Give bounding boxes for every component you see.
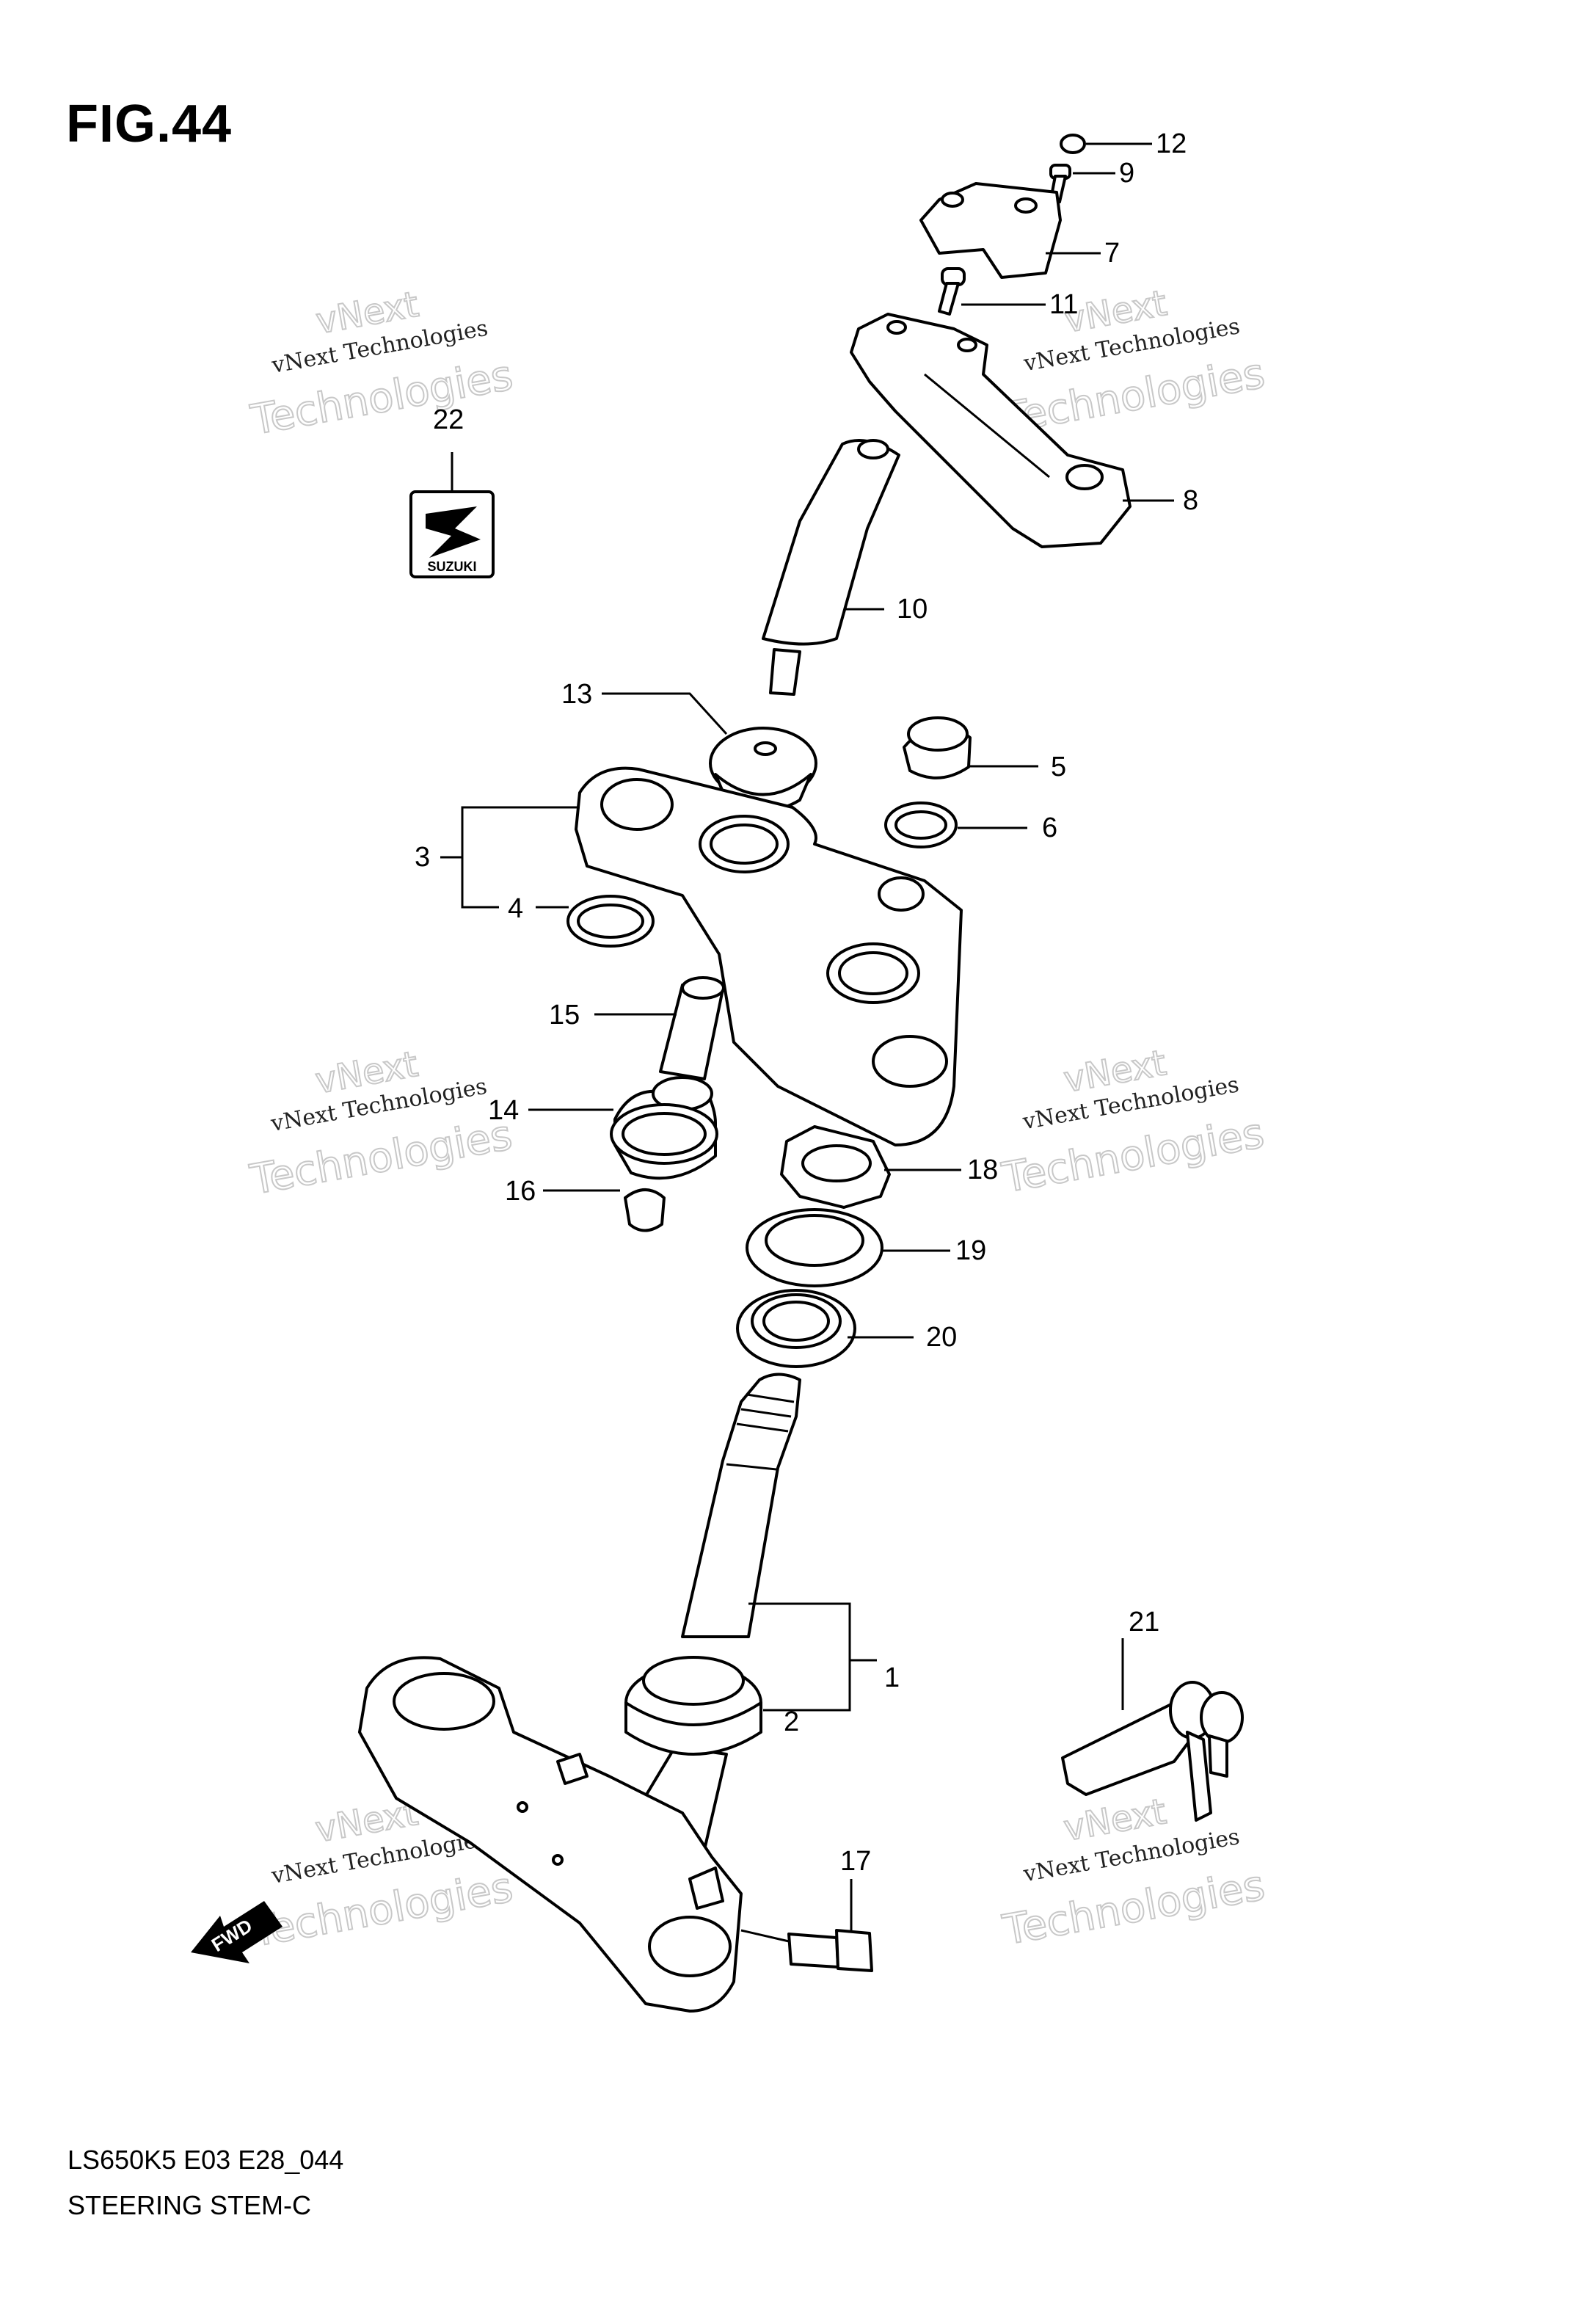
callout-6: 6 (1042, 813, 1057, 843)
part-2-bearing (624, 1656, 762, 1756)
part-21-key-set (1061, 1681, 1244, 1822)
callout-2: 2 (784, 1706, 799, 1737)
part-8-lower-holder (850, 313, 1132, 548)
watermark-middle-left: vNext vNext Technologies Technologies (246, 1043, 517, 1205)
part-17-bolt (740, 1929, 873, 1972)
part-11-bolt (938, 267, 966, 316)
callout-14: 14 (488, 1095, 519, 1126)
section-name: STEERING STEM-C (68, 2190, 312, 2220)
callout-15: 15 (549, 1000, 580, 1030)
part-4-o-ring (566, 895, 655, 948)
callout-9: 9 (1119, 158, 1134, 189)
callout-7: 7 (1104, 238, 1120, 269)
callout-3: 3 (415, 842, 430, 873)
part-5-cap-nut (903, 716, 972, 779)
watermark-top-right: vNext vNext Technologies Technologies (999, 282, 1269, 443)
callout-13: 13 (561, 679, 592, 710)
part-12-cap (1060, 134, 1086, 154)
callout-18: 18 (967, 1155, 998, 1185)
part-6-washer (884, 801, 958, 848)
part-1-steering-stem (358, 1373, 801, 2013)
part-10-bar (762, 439, 900, 696)
leader-lines (440, 142, 1174, 1932)
part-14-cushion (610, 1076, 718, 1180)
part-22-suzuki-emblem: SUZUKI (409, 490, 495, 578)
watermark-bottom-right: vNext vNext Technologies Technologies (999, 1790, 1269, 1955)
callout-12: 12 (1156, 128, 1187, 159)
callout-labels: 12 9 7 11 22 8 10 13 5 6 3 4 15 14 16 18… (415, 128, 1198, 1877)
part-15-collar (659, 976, 725, 1080)
watermark-middle-right: vNext vNext Technologies Technologies (998, 1042, 1269, 1203)
callout-17: 17 (840, 1846, 871, 1877)
callout-22: 22 (433, 404, 464, 435)
callout-4: 4 (508, 893, 523, 924)
part-20-bearing (736, 1289, 856, 1368)
part-19-dust-seal (746, 1208, 883, 1287)
part-3-upper-bracket (575, 766, 963, 1146)
part-16-cap (624, 1188, 666, 1232)
callout-21: 21 (1129, 1607, 1159, 1637)
callout-11: 11 (1049, 289, 1078, 320)
callout-1: 1 (884, 1662, 900, 1693)
callout-5: 5 (1051, 752, 1066, 782)
callout-16: 16 (505, 1176, 536, 1207)
callout-20: 20 (926, 1322, 957, 1353)
callout-8: 8 (1183, 485, 1198, 516)
watermark-top-left: vNext vNext Technologies Technologies (247, 283, 517, 446)
model-code: LS650K5 E03 E28_044 (68, 2145, 344, 2175)
callout-10: 10 (897, 594, 928, 625)
svg-text:SUZUKI: SUZUKI (428, 559, 477, 574)
callout-19: 19 (955, 1235, 986, 1266)
part-7-upper-holder (919, 182, 1062, 279)
figure-title: FIG.44 (66, 95, 233, 153)
part-18-stem-nut (780, 1125, 891, 1209)
